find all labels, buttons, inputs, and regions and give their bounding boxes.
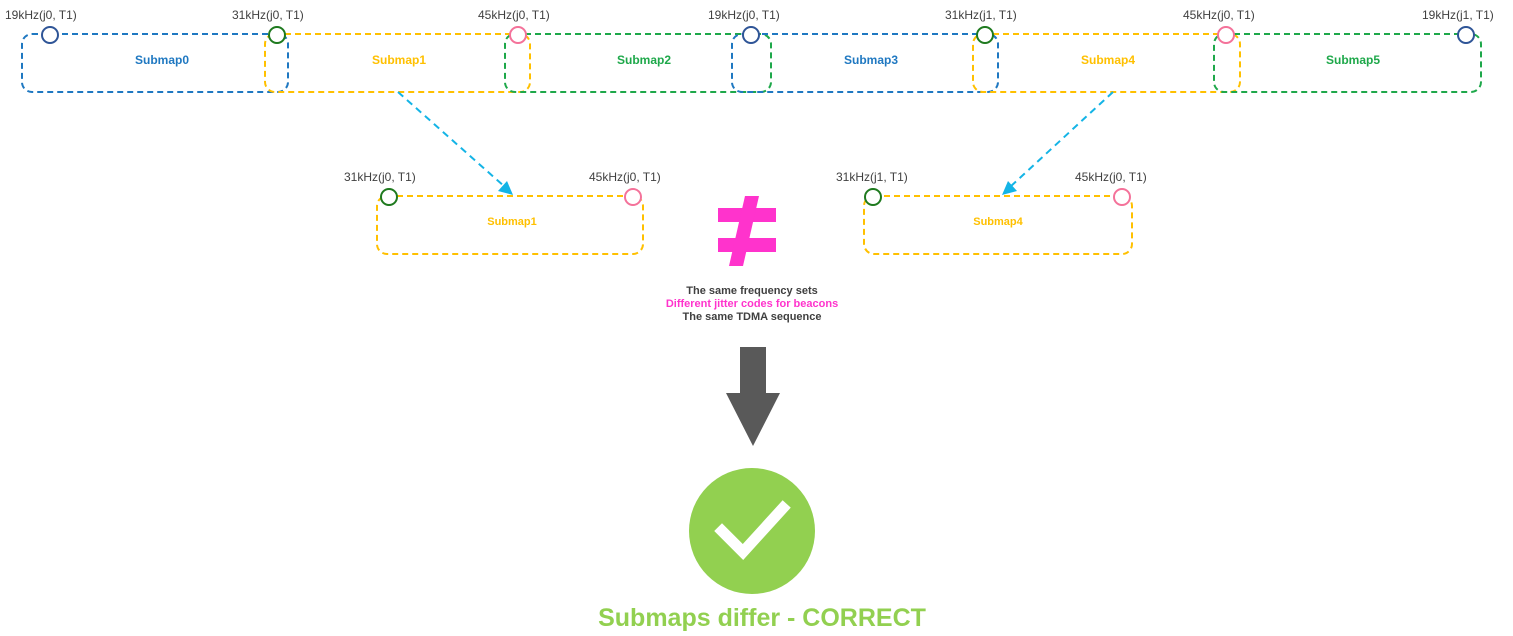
- submap-label: Submap0: [134, 53, 190, 67]
- freq-circle: [380, 188, 398, 206]
- freq-label: 45kHz(j0, T1): [589, 170, 661, 184]
- submap4-box: [972, 33, 1241, 93]
- freq-circle: [624, 188, 642, 206]
- freq-label: 31kHz(j1, T1): [945, 8, 1017, 22]
- freq-circle: [509, 26, 527, 44]
- compare-left-box: [376, 195, 644, 255]
- submap0-box: [21, 33, 289, 93]
- freq-circle: [1457, 26, 1475, 44]
- freq-label: 45kHz(j0, T1): [1075, 170, 1147, 184]
- submap-label: Submap4: [973, 216, 1023, 228]
- note-tdma-sequence: The same TDMA sequence: [682, 311, 822, 323]
- submap-label: Submap1: [487, 216, 537, 228]
- freq-label: 45kHz(j0, T1): [1183, 8, 1255, 22]
- submap2-box: [504, 33, 772, 93]
- freq-label: 31kHz(j0, T1): [232, 8, 304, 22]
- freq-circle: [1217, 26, 1235, 44]
- freq-label: 19kHz(j0, T1): [5, 8, 77, 22]
- submap-label: Submap2: [616, 53, 672, 67]
- freq-label: 31kHz(j0, T1): [344, 170, 416, 184]
- note-frequency-sets: The same frequency sets: [686, 285, 818, 297]
- submap3-box: [731, 33, 999, 93]
- arrow-head-icon: [1002, 181, 1017, 195]
- submap-label: Submap1: [371, 53, 427, 67]
- freq-circle: [268, 26, 286, 44]
- submap-label: Submap4: [1080, 53, 1136, 67]
- freq-label: 19kHz(j1, T1): [1422, 8, 1494, 22]
- not-equal-icon: [718, 196, 776, 266]
- freq-label: 45kHz(j0, T1): [478, 8, 550, 22]
- submap-label: Submap3: [843, 53, 899, 67]
- freq-label: 31kHz(j1, T1): [836, 170, 908, 184]
- submap1-box: [264, 33, 531, 93]
- freq-circle: [1113, 188, 1131, 206]
- submap-label: Submap5: [1325, 53, 1381, 67]
- check-circle-icon: [689, 468, 815, 594]
- submap5-box: [1213, 33, 1482, 93]
- result-text: Submaps differ - CORRECT: [598, 604, 926, 632]
- freq-circle: [742, 26, 760, 44]
- compare-right-box: [863, 195, 1133, 255]
- arrow-head-icon: [498, 181, 513, 195]
- arrow-down-icon: [726, 347, 780, 446]
- freq-circle: [976, 26, 994, 44]
- freq-circle: [41, 26, 59, 44]
- note-jitter-codes: Different jitter codes for beacons: [665, 298, 839, 310]
- freq-circle: [864, 188, 882, 206]
- freq-label: 19kHz(j0, T1): [708, 8, 780, 22]
